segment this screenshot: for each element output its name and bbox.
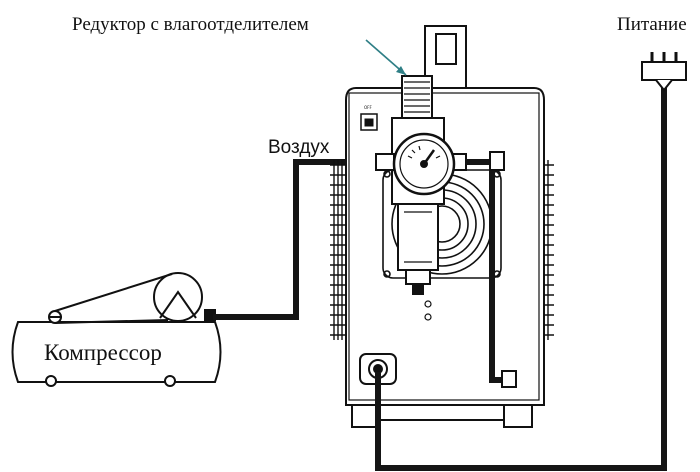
compressor-foot-left [45,375,57,387]
compressor-motor-wheel [153,272,203,322]
compressor-tank [11,321,222,383]
annotation-arrow [365,39,407,76]
power-cable [375,86,667,471]
power-switch[interactable]: OFF [360,105,378,131]
separator-bowl [397,203,439,271]
compressor-motor-mark [159,290,197,319]
regulator-side-port [489,151,505,171]
drain-valve [412,283,424,295]
svg-text:OFF: OFF [364,105,372,110]
compressor-belt [49,273,173,324]
machine-foot-right [503,404,533,428]
compressor-foot-right [164,375,176,387]
air-label: Воздух [268,137,330,158]
pressure-regulator [375,75,467,321]
handle-window [435,33,457,65]
compressor [11,272,222,387]
power-label: Питание [617,14,687,35]
cooling-fins-left [330,160,348,340]
compressor-label: Компрессор [44,340,162,365]
regulator-label: Редуктор с влагоотделителем [72,14,309,35]
power-plug-icon [641,52,687,92]
internal-hose-port [501,370,517,388]
